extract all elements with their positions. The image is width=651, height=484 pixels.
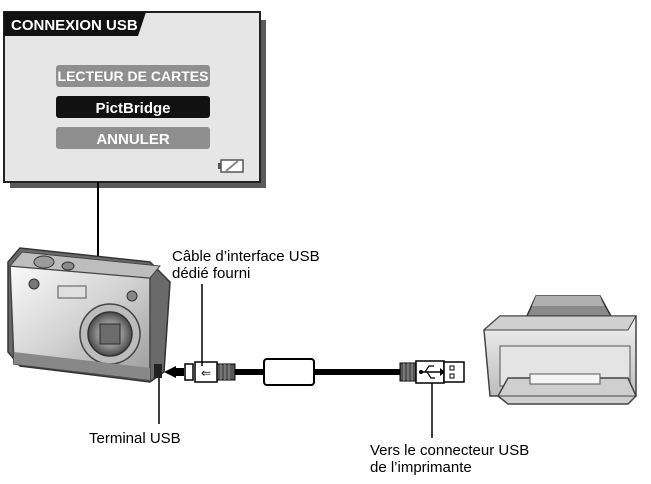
- connector-label-line1: Vers le connecteur USB: [370, 442, 530, 459]
- menu-item-pictbridge[interactable]: PictBridge: [56, 96, 210, 118]
- menu-item-cancel-label: ANNULER: [96, 131, 169, 148]
- menu-item-cancel[interactable]: ANNULER: [56, 127, 210, 149]
- menu-item-card-reader[interactable]: LECTEUR DE CARTES: [56, 65, 210, 87]
- screen-title-tab: [4, 12, 146, 36]
- screen-title: CONNEXION USB: [11, 17, 138, 34]
- menu-item-pictbridge-label: PictBridge: [95, 100, 170, 117]
- cable-label-line1: Câble d’interface USB: [172, 248, 320, 265]
- camera-icon: [7, 247, 171, 383]
- usb-cable: ⇐: [164, 358, 465, 386]
- battery-icon: [218, 159, 244, 173]
- camera-lcd-screen: CONNEXION USB LECTEUR DE CARTES PictBrid…: [3, 11, 266, 188]
- usb-trident-icon: [419, 365, 445, 379]
- connector-label-line2: de l’imprimante: [370, 459, 472, 476]
- menu-item-card-reader-label: LECTEUR DE CARTES: [58, 68, 209, 84]
- terminal-label: Terminal USB: [89, 430, 181, 447]
- printer-icon: [482, 295, 637, 405]
- cable-label-line2: dédié fourni: [172, 265, 251, 282]
- svg-text:⇐: ⇐: [201, 366, 211, 380]
